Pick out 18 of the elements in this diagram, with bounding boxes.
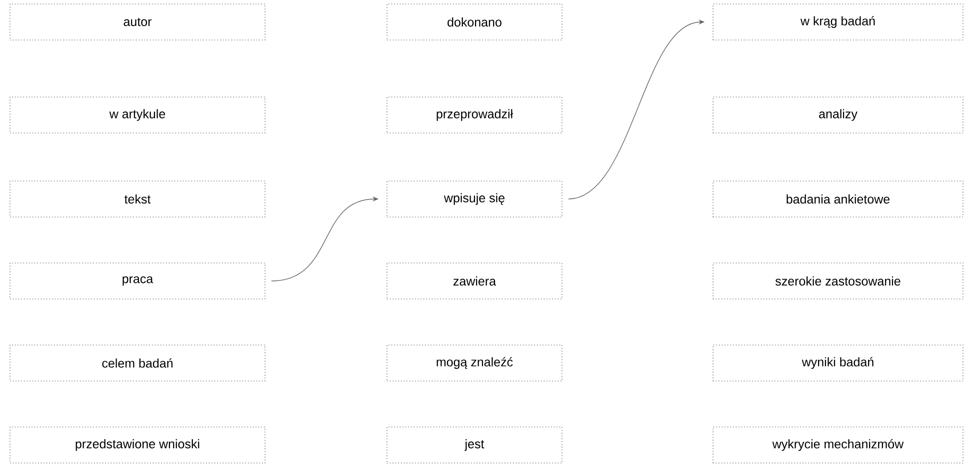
word-box: wyniki badań (712, 344, 964, 382)
word-box: przedstawione wnioski (10, 426, 266, 464)
word-box: mogą znaleźć (386, 344, 562, 382)
word-box: wpisuje się (386, 180, 562, 218)
word-box: w krąg badań (712, 4, 964, 40)
word-box: praca (10, 262, 266, 300)
word-box: analizy (712, 96, 964, 134)
word-box: zawiera (386, 262, 562, 300)
word-box: wykrycie mechanizmów (712, 426, 964, 464)
word-box: jest (386, 426, 562, 464)
word-box: przeprowadził (386, 96, 562, 134)
word-box: autor (10, 4, 266, 40)
word-box: w artykule (10, 96, 266, 134)
word-box: tekst (10, 180, 266, 218)
word-box: celem badań (10, 344, 266, 382)
word-box: badania ankietowe (712, 180, 964, 218)
word-box: szerokie zastosowanie (712, 262, 964, 300)
word-box: dokonano (386, 4, 562, 40)
